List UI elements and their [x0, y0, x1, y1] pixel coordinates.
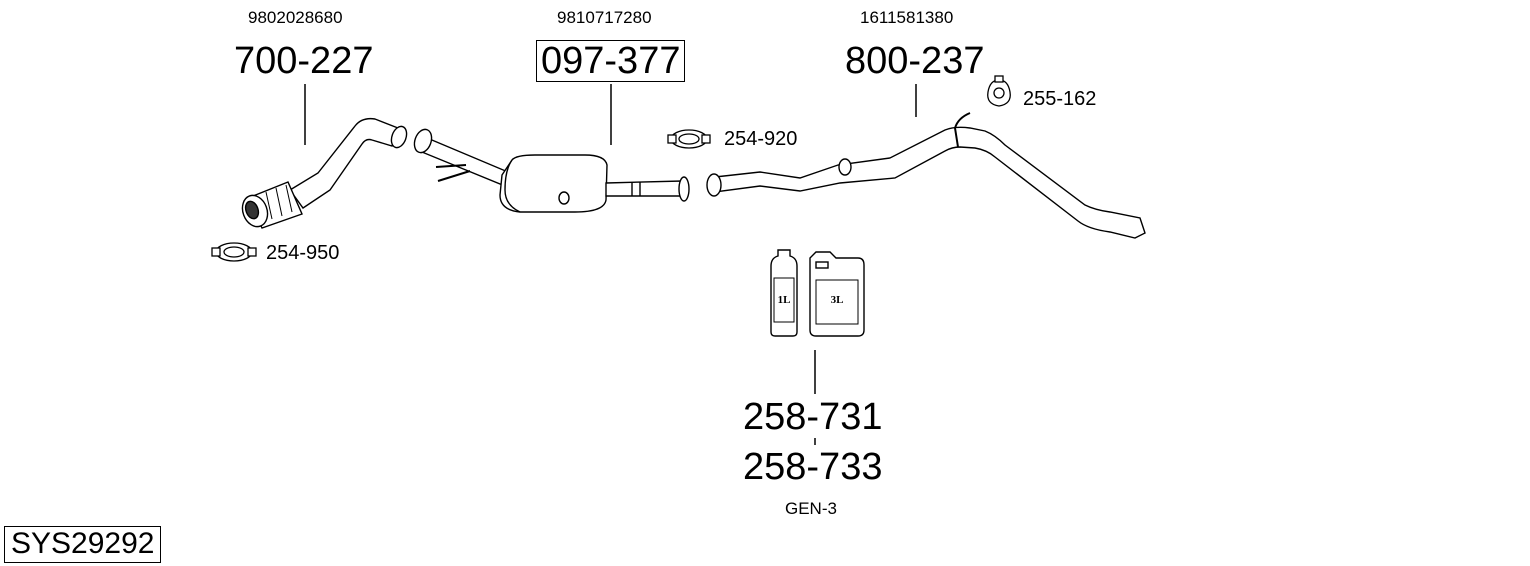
part-number-dpf[interactable]: 097-377 — [536, 40, 686, 82]
part-number-clamp-front[interactable]: 254-950 — [266, 242, 340, 264]
part-number-fluid-2[interactable]: 258-733 — [743, 446, 883, 488]
fluid-type-label: GEN-3 — [785, 499, 837, 518]
front-pipe-drawing — [241, 117, 408, 229]
part-number-fluid-1[interactable]: 258-731 — [743, 396, 883, 438]
dpf-drawing — [413, 128, 690, 213]
clamp-254-920-drawing — [667, 129, 711, 149]
canister-drawing — [809, 251, 865, 337]
bottle-label: 1L — [778, 294, 791, 306]
oem-number-front-pipe: 9802028680 — [248, 8, 343, 27]
part-number-rubber-mount[interactable]: 255-162 — [1023, 88, 1097, 110]
system-code-badge: SYS29292 — [4, 526, 162, 563]
clamp-254-950-drawing — [211, 242, 257, 262]
oem-number-dpf: 9810717280 — [557, 8, 652, 27]
rubber-mount-drawing — [987, 75, 1011, 107]
oem-number-rear-pipe: 1611581380 — [860, 8, 954, 27]
part-number-front-pipe[interactable]: 700-227 — [234, 40, 374, 82]
part-number-rear-pipe[interactable]: 800-237 — [845, 40, 985, 82]
canister-label: 3L — [831, 294, 844, 306]
bottle-drawing — [770, 249, 798, 337]
part-number-clamp-middle[interactable]: 254-920 — [724, 128, 798, 150]
rear-pipe-drawing — [706, 112, 1146, 239]
